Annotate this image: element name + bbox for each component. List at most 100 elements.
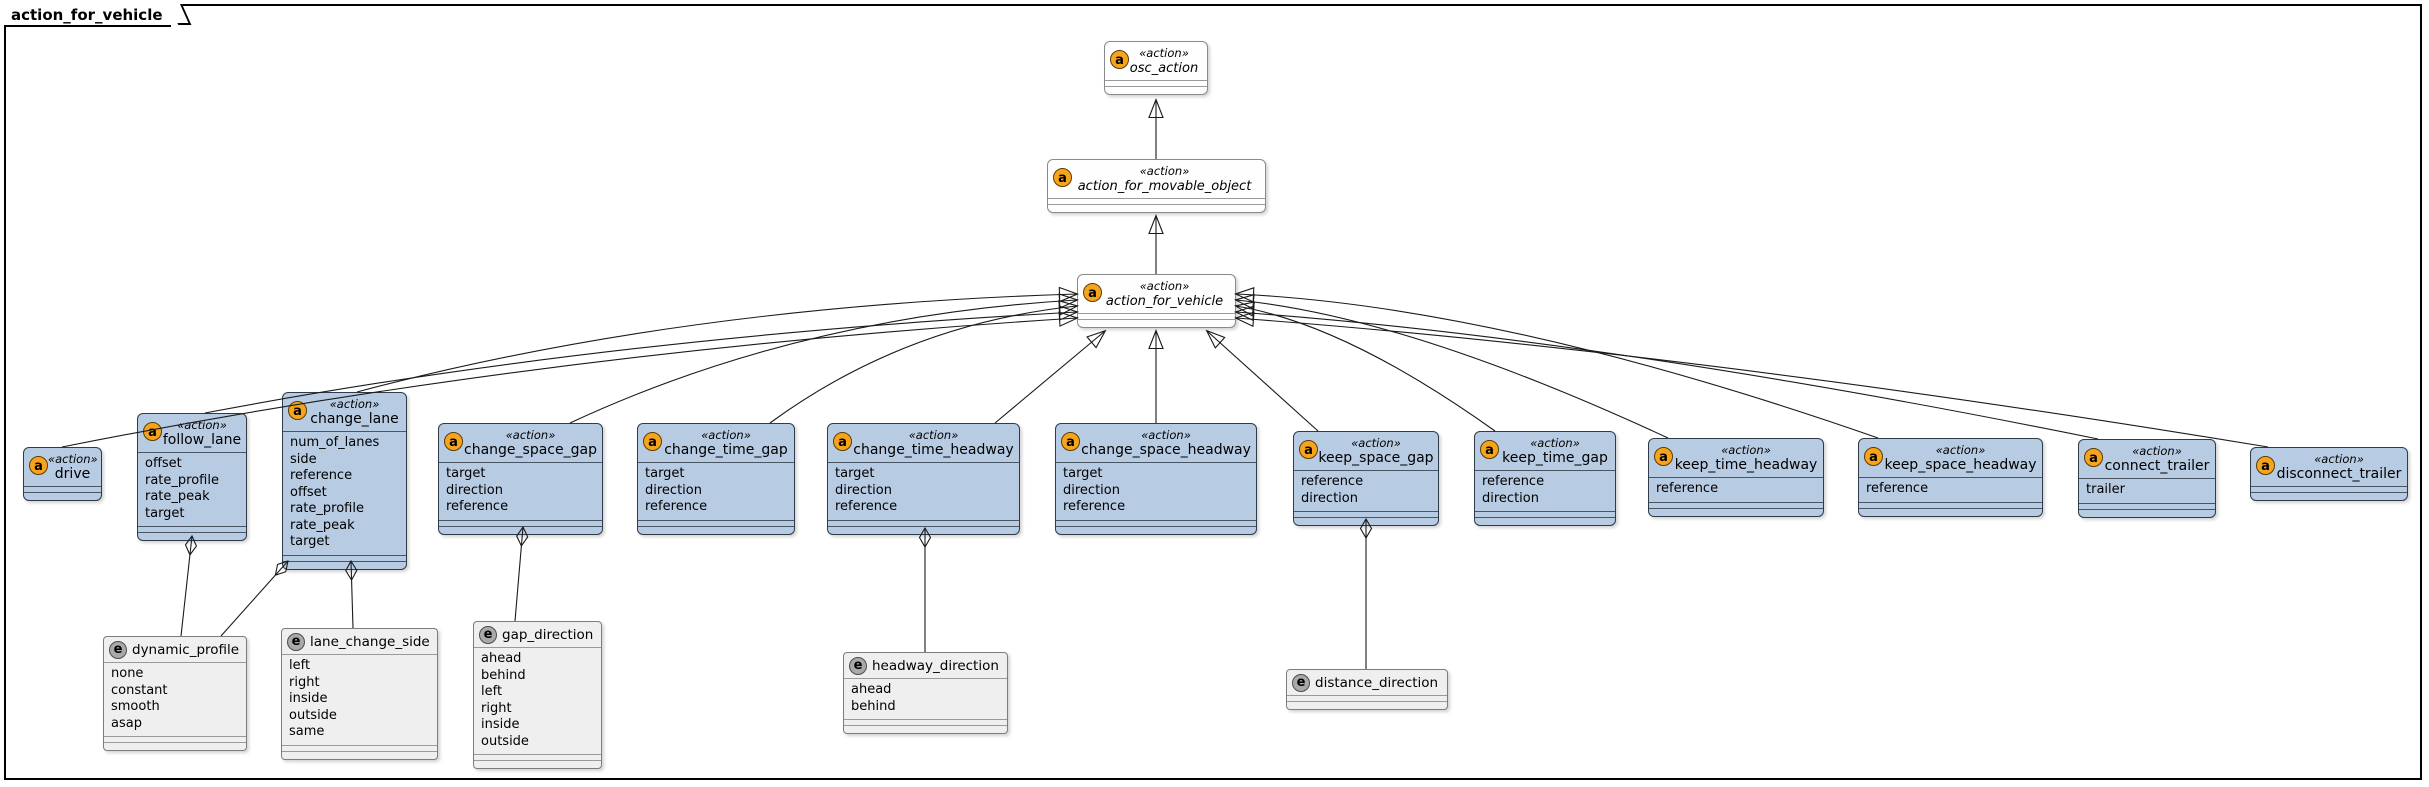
empty-compartment xyxy=(282,744,437,751)
attribute-item: inside xyxy=(481,717,520,732)
attribute-item: behind xyxy=(481,667,526,683)
empty-compartment xyxy=(104,742,246,750)
empty-compartment xyxy=(474,760,601,768)
enum-spot-icon: e xyxy=(1292,674,1310,692)
class-name: change_space_gap xyxy=(464,442,597,458)
attribute-item: target xyxy=(145,505,185,521)
empty-compartment xyxy=(2079,508,2215,517)
action-spot-icon: a xyxy=(1110,50,1129,69)
attribute-item: num_of_lanes xyxy=(290,435,380,450)
attributes-compartment: reference xyxy=(1859,477,2042,502)
class-box-disconnect_trailer: a«action»disconnect_trailer xyxy=(2250,447,2408,501)
action-spot-icon: a xyxy=(643,432,662,451)
attribute-item: rate_profile xyxy=(290,501,364,516)
empty-compartment xyxy=(638,519,794,526)
empty-compartment xyxy=(1048,204,1265,212)
stereotype-label: «action» xyxy=(908,428,959,442)
enum-spot-icon: e xyxy=(849,657,867,675)
empty-compartment xyxy=(1294,511,1438,517)
stereotype-label: «action» xyxy=(505,428,556,442)
attribute-item: reference xyxy=(446,499,509,514)
class-name: dynamic_profile xyxy=(132,641,240,658)
class-box-osc_action: a«action»osc_action xyxy=(1104,41,1208,95)
action-spot-icon: a xyxy=(1053,168,1072,187)
attribute-item: left xyxy=(481,684,503,699)
stereotype-label: «action» xyxy=(1139,279,1190,293)
empty-compartment xyxy=(1475,517,1615,525)
empty-compartment xyxy=(1294,517,1438,525)
attribute-item: rate_profile xyxy=(145,472,219,488)
action-spot-icon: a xyxy=(1864,447,1883,466)
stereotype-label: «action» xyxy=(1139,46,1189,60)
attribute-item: reference xyxy=(1301,474,1364,489)
attribute-item: side xyxy=(290,451,317,467)
class-name: distance_direction xyxy=(1315,674,1439,691)
action-spot-icon: a xyxy=(2084,448,2103,467)
action-spot-icon: a xyxy=(1299,440,1318,459)
class-name: change_time_gap xyxy=(664,442,788,458)
class-name: keep_space_headway xyxy=(1884,457,2037,473)
class-name: headway_direction xyxy=(872,657,999,674)
stereotype-label: «action» xyxy=(48,452,98,466)
stereotype-label: «action» xyxy=(329,397,380,411)
empty-compartment xyxy=(1078,319,1235,327)
diagram-frame xyxy=(4,4,2422,780)
empty-compartment xyxy=(844,719,1007,725)
class-header: a«action»osc_action xyxy=(1105,42,1207,80)
class-header: a«action»keep_time_headway xyxy=(1649,439,1823,477)
empty-compartment xyxy=(638,525,794,534)
attribute-item: left xyxy=(289,658,311,673)
empty-compartment xyxy=(24,492,101,500)
stereotype-label: «action» xyxy=(1351,436,1401,450)
stereotype-label: «action» xyxy=(1935,443,1986,457)
action-spot-icon: a xyxy=(29,456,48,475)
class-header: a«action»change_space_gap xyxy=(439,424,602,462)
stereotype-label: «action» xyxy=(701,428,751,442)
empty-compartment xyxy=(282,750,437,759)
empty-compartment xyxy=(1105,86,1207,94)
class-name: drive xyxy=(54,466,91,482)
empty-compartment xyxy=(2251,492,2407,500)
attribute-item: offset xyxy=(145,456,182,471)
empty-compartment xyxy=(1287,701,1447,709)
attribute-item: reference xyxy=(1866,481,1929,496)
enum-spot-icon: e xyxy=(287,633,305,651)
empty-compartment xyxy=(138,526,246,532)
class-header: a«action»action_for_vehicle xyxy=(1078,275,1235,313)
empty-compartment xyxy=(1649,501,1823,508)
empty-compartment xyxy=(1056,525,1256,534)
class-name: action_for_vehicle xyxy=(1105,294,1224,309)
class-header: a «action»change_time_gap xyxy=(638,424,794,462)
attribute-item: target xyxy=(446,466,486,481)
empty-compartment xyxy=(1048,198,1265,204)
attribute-item: right xyxy=(481,700,512,716)
class-name: change_time_headway xyxy=(853,442,1014,458)
empty-compartment xyxy=(1078,313,1235,319)
action-spot-icon: a xyxy=(1061,432,1080,451)
attribute-item: reference xyxy=(645,499,708,514)
attribute-item: same xyxy=(289,724,325,739)
enum-spot-icon: e xyxy=(479,626,497,644)
stereotype-label: «action» xyxy=(1141,428,1191,442)
attribute-item: behind xyxy=(851,698,896,714)
attribute-item: reference xyxy=(1063,499,1126,514)
attribute-item: direction xyxy=(1301,490,1358,506)
empty-compartment xyxy=(828,525,1019,534)
